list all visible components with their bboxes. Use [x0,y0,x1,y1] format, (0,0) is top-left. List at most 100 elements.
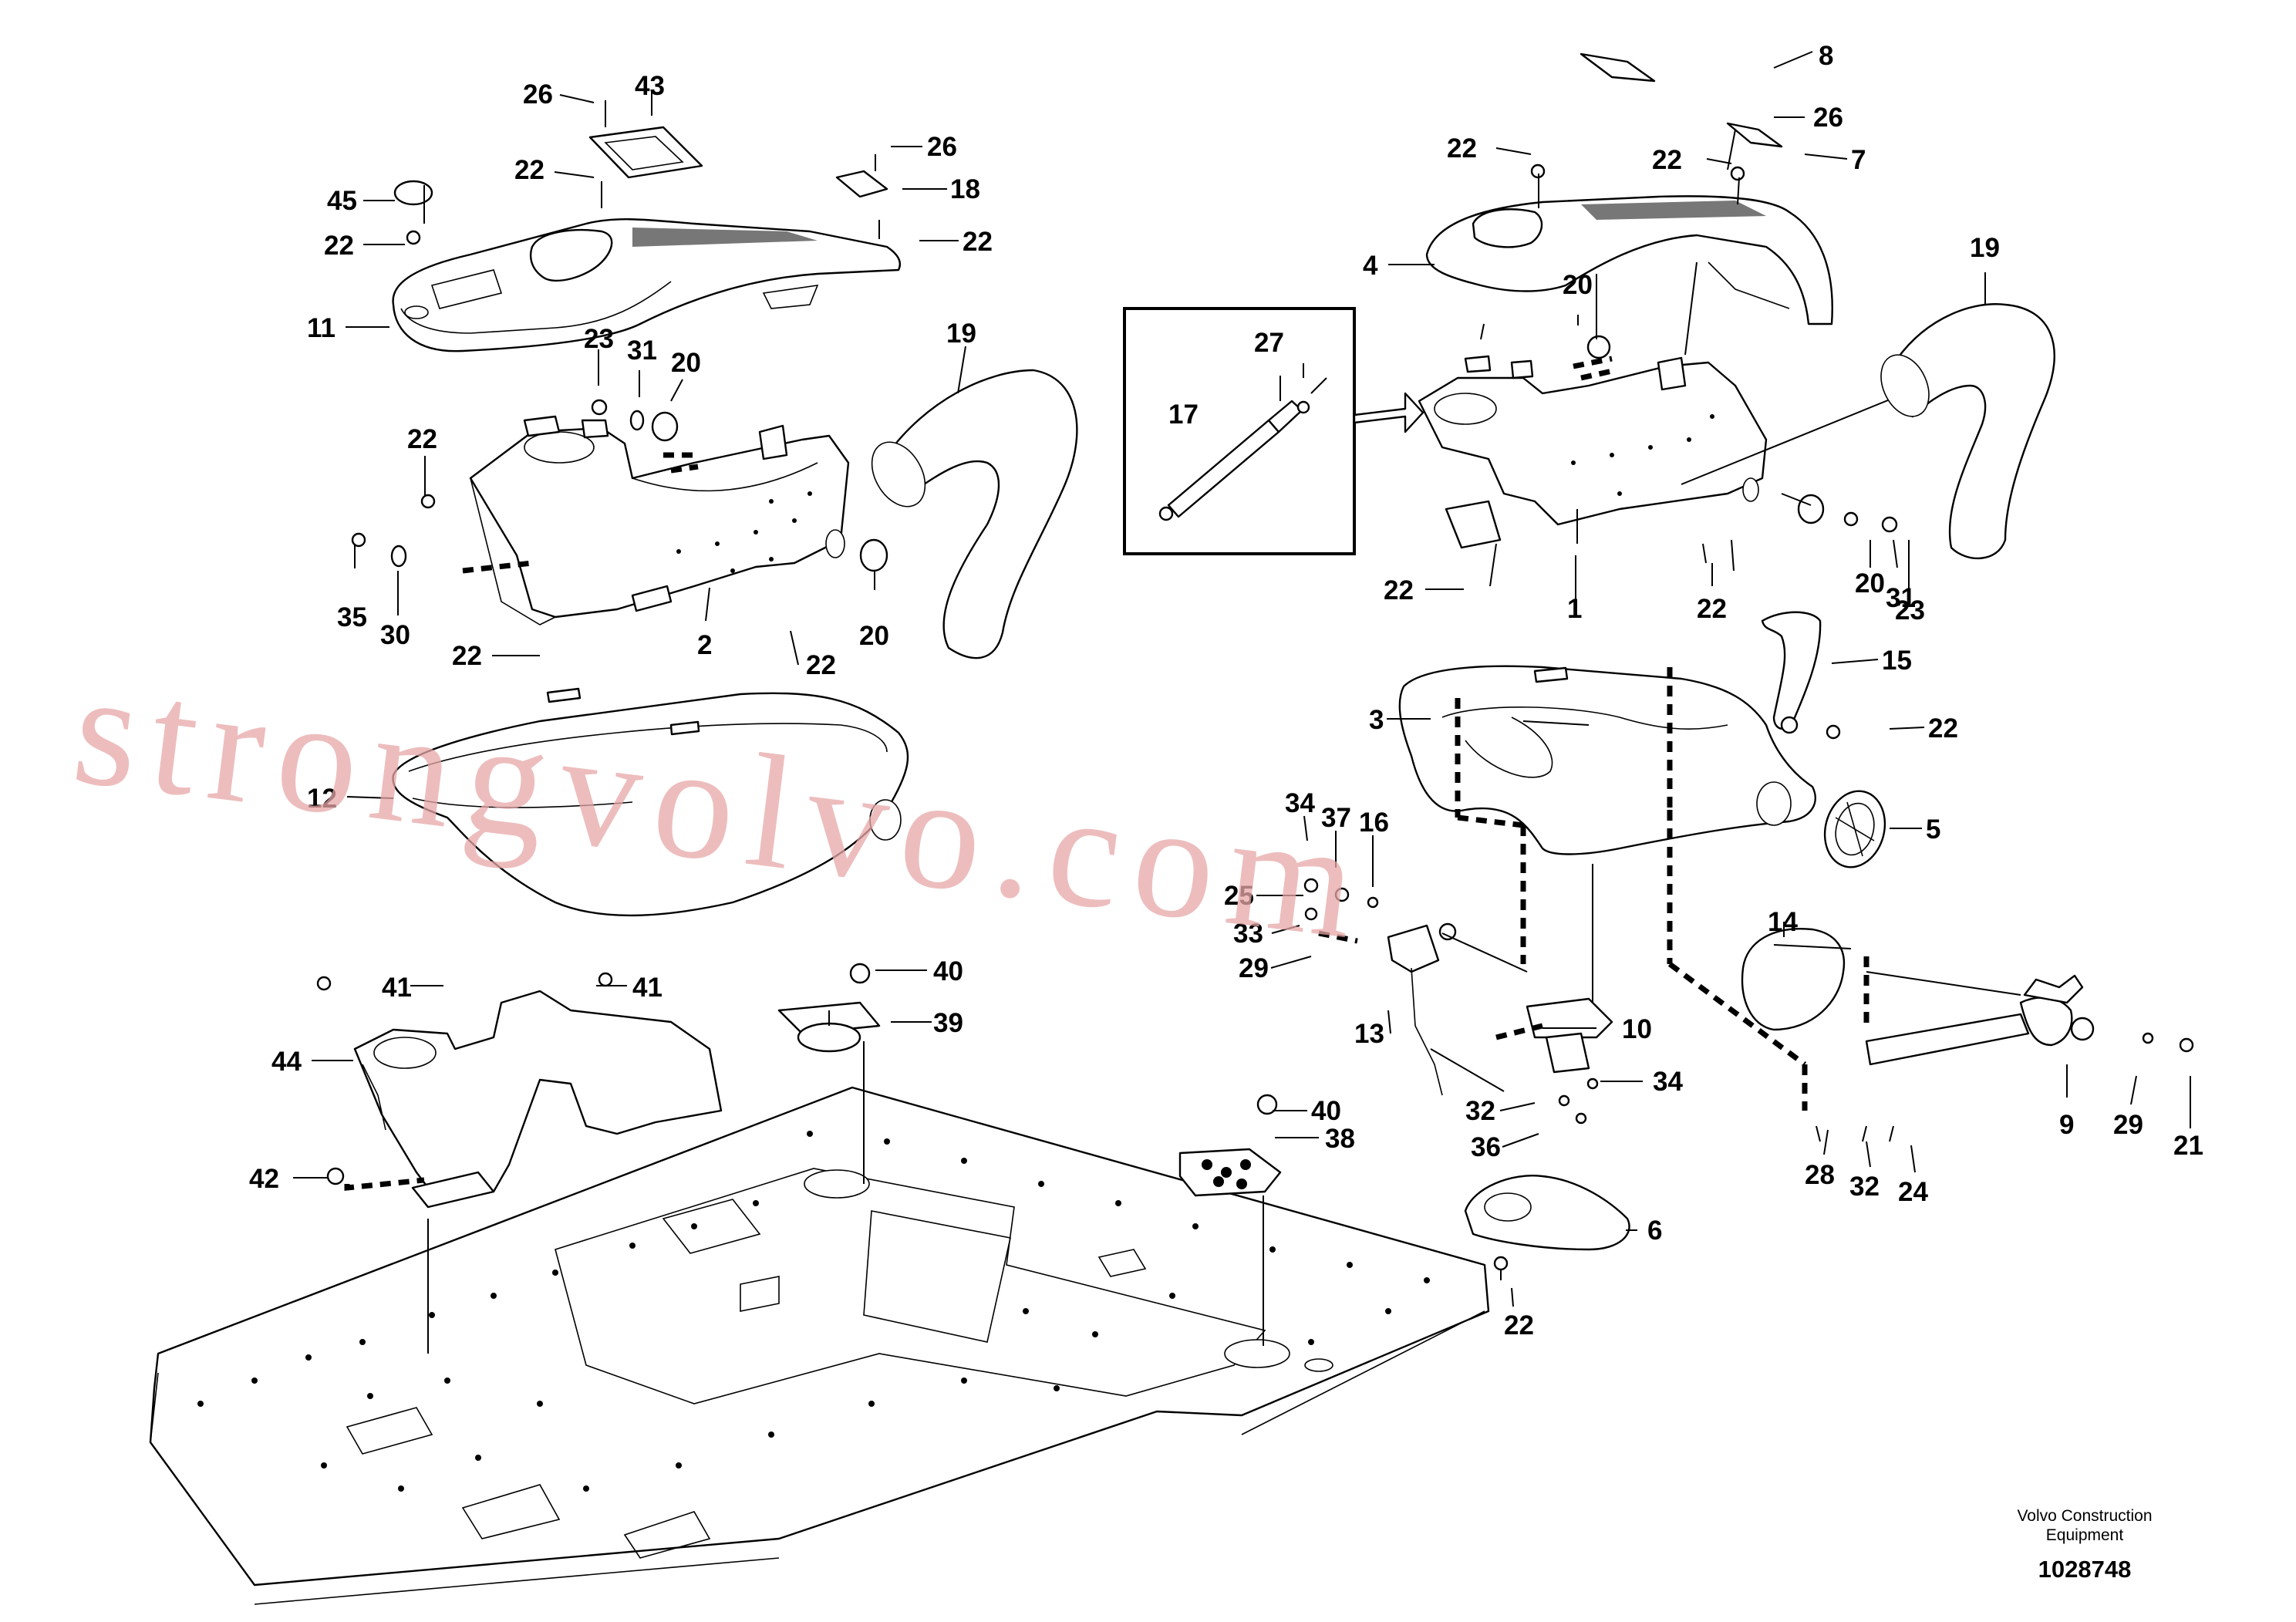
watermark-text: strongvolvo.com [65,638,1378,974]
callout-26: 26 [1813,103,1843,133]
connector-leaders-right [1480,129,1906,587]
callout-35: 35 [337,602,367,632]
dash-links-left [462,452,699,574]
callout-34: 34 [1653,1067,1683,1097]
callout-20: 20 [859,621,889,651]
callout-5: 5 [1926,814,1940,845]
small-covers-left [393,126,888,206]
callout-22: 22 [806,650,836,680]
callout-19: 19 [946,319,976,349]
callout-32: 32 [1465,1096,1495,1126]
callout-28: 28 [1805,1160,1835,1190]
lower-console-right [1418,335,1898,549]
callout-32: 32 [1849,1172,1880,1202]
callout-17: 17 [1168,400,1199,430]
callout-40: 40 [933,956,963,986]
callout-22: 22 [963,227,993,257]
callout-labels: 26 43 22 45 22 11 26 18 22 23 31 20 19 2… [249,41,2203,1340]
rubber-mount-39 [777,963,881,1053]
callout-39: 39 [933,1008,963,1038]
callout-18: 18 [950,174,980,204]
callout-19: 19 [1970,233,2000,263]
callout-44: 44 [271,1047,302,1077]
callout-23: 23 [584,324,614,354]
callout-45: 45 [327,186,357,216]
callout-21: 21 [2173,1131,2203,1161]
callout-4: 4 [1363,251,1378,281]
callout-33: 33 [1233,919,1263,949]
callout-27: 27 [1254,328,1284,358]
callout-leaders [293,51,2191,1307]
callout-42: 42 [249,1164,279,1194]
callout-29: 29 [1239,953,1269,983]
linkage-13 [1303,878,1457,1096]
callout-22: 22 [514,155,544,185]
callout-24: 24 [1898,1177,1928,1207]
callout-26: 26 [523,79,553,110]
callout-41: 41 [382,973,412,1003]
callout-12: 12 [307,784,337,814]
callout-7: 7 [1851,145,1866,175]
air-duct-hose-left [871,369,1078,659]
callout-36: 36 [1471,1132,1501,1162]
callout-34: 34 [1285,788,1315,818]
connector-leaders-right-lower [1430,720,2021,1280]
callout-13: 13 [1354,1019,1384,1049]
callout-1: 1 [1567,594,1582,624]
air-duct-hose-right [1880,303,2055,559]
mount-leaders-left [427,1010,1264,1354]
callout-8: 8 [1819,41,1833,71]
knob-5 [1823,790,1886,868]
callout-38: 38 [1325,1124,1355,1154]
callout-22: 22 [1447,133,1477,164]
callout-22: 22 [1928,713,1958,744]
upper-cover-right [1425,52,1833,325]
callout-22: 22 [1384,575,1414,605]
dash-link-42 [344,1177,425,1191]
callout-10: 10 [1622,1014,1652,1044]
publisher-block: Volvo Construction Equipment 1028748 [2017,1507,2152,1583]
callout-31: 31 [1886,583,1916,613]
callout-3: 3 [1369,705,1384,735]
callout-30: 30 [380,620,410,650]
callout-11: 11 [307,313,335,343]
callout-22: 22 [1652,145,1682,175]
callout-31: 31 [627,336,657,366]
callout-23: 23 [1895,595,1925,626]
callout-20: 20 [671,348,701,378]
bracket-10 [1526,997,1613,1125]
callout-20: 20 [1563,270,1593,300]
callout-16: 16 [1359,808,1389,838]
side-cover-right [1398,665,1816,855]
callout-2: 2 [697,630,712,660]
dash-links-right [1573,356,1617,381]
publisher-line-1: Volvo Construction [2017,1507,2152,1525]
callout-40: 40 [1311,1096,1341,1126]
dash-links-right-lower [1318,667,1870,1111]
cup-holder-6 [1464,1175,1630,1271]
callout-14: 14 [1768,907,1798,937]
callout-22: 22 [1504,1310,1534,1340]
rubber-mount-38 [1178,1094,1282,1197]
callout-6: 6 [1647,1216,1662,1246]
callout-25: 25 [1224,881,1254,911]
callout-22: 22 [1697,594,1727,624]
publisher-line-2: Equipment [2046,1526,2124,1544]
callout-15: 15 [1882,646,1912,676]
lower-console-left [469,415,850,626]
lower-tub-left [392,687,909,917]
callout-22: 22 [324,231,354,261]
fasteners-left [351,100,888,572]
callout-37: 37 [1321,803,1351,833]
gas-spring-inset [1123,307,1424,555]
callout-22: 22 [407,424,437,454]
callout-29: 29 [2113,1110,2143,1140]
callout-26: 26 [927,132,957,162]
callout-43: 43 [635,71,665,101]
callout-22: 22 [452,641,482,671]
floor-plate [149,1086,1490,1605]
callout-20: 20 [1855,568,1885,599]
drawing-number: 1028748 [2038,1556,2132,1583]
upper-cover-left [392,218,902,352]
